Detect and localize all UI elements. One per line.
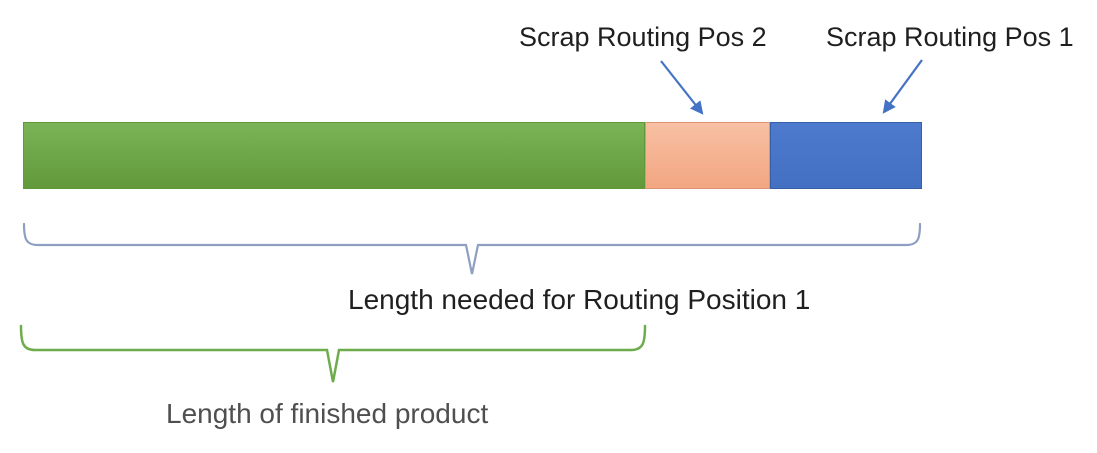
segment-scrap-routing-pos-2 (645, 122, 770, 189)
length-bar (23, 122, 922, 189)
brace-finished-product (19, 324, 647, 383)
arrow-to-scrap-pos-1 (882, 59, 923, 114)
caption-length-finished-product: Length of finished product (166, 398, 489, 429)
label-scrap-routing-pos-2: Scrap Routing Pos 2 (519, 22, 767, 52)
segment-finished-product (23, 122, 645, 189)
segment-scrap-routing-pos-1 (770, 122, 922, 189)
label-scrap-routing-pos-1: Scrap Routing Pos 1 (826, 22, 1074, 52)
arrow-to-scrap-pos-2 (660, 60, 704, 115)
caption-length-routing-position-1: Length needed for Routing Position 1 (348, 284, 811, 315)
brace-routing-position-1 (22, 222, 922, 275)
